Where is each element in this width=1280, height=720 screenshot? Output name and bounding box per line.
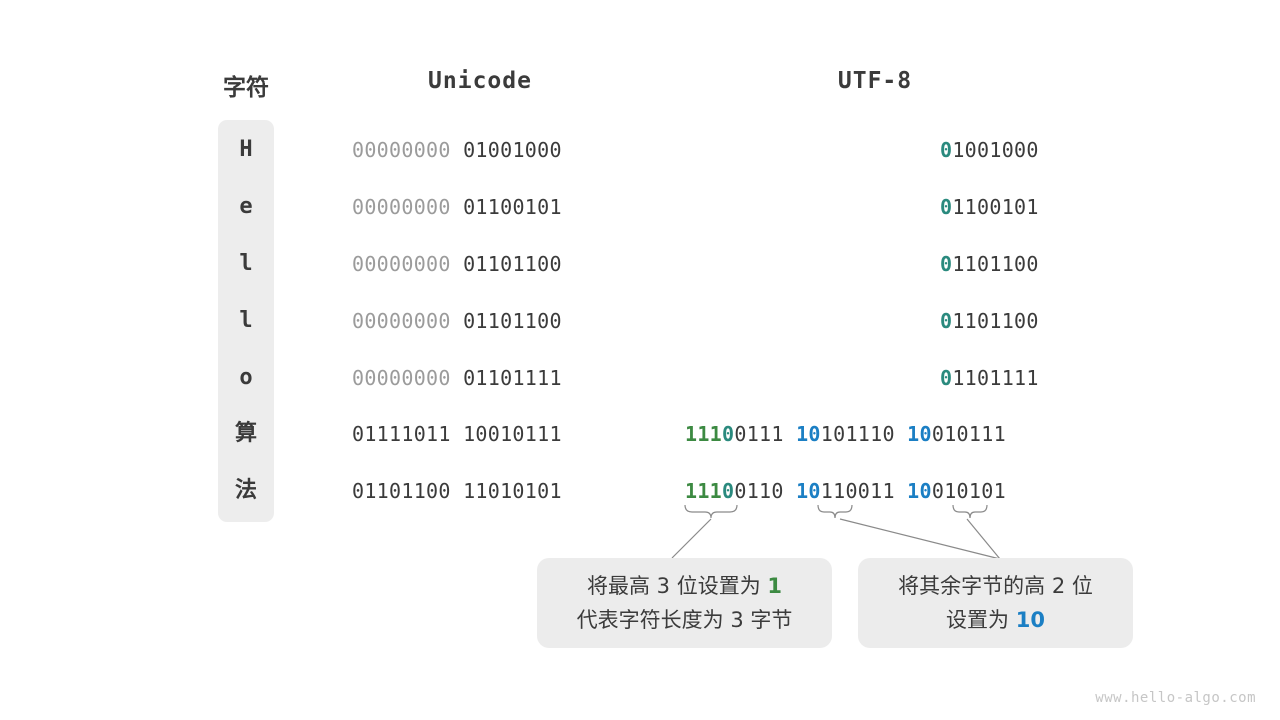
note-lead-byte: 将最高 3 位设置为 1 代表字符长度为 3 字节 [537, 558, 832, 648]
utf8-cont1-prefix-5: 10 [796, 422, 821, 446]
brace-continuation-2 [952, 504, 988, 519]
utf8-lead-rest-6: 0110 [734, 479, 784, 503]
column-header-character: 字符 [223, 75, 269, 101]
utf8-prefix-2: 0 [940, 252, 953, 276]
note-continuation-byte: 将其余字节的高 2 位 设置为 10 [858, 558, 1133, 648]
character-column-panel [218, 120, 274, 522]
unicode-body-0: 01001000 [463, 138, 562, 162]
utf8-lead-ones-6: 111 [685, 479, 723, 503]
unicode-space-3 [451, 309, 463, 333]
utf8-gap-5a [784, 422, 796, 446]
leader-line-right-note-b [966, 518, 1001, 560]
utf8-cont2-prefix-6: 10 [907, 479, 932, 503]
note-continuation-line1: 将其余字节的高 2 位 [898, 574, 1093, 598]
utf8-rest-1: 1100101 [952, 195, 1039, 219]
unicode-space-1 [451, 195, 463, 219]
note-continuation-value: 10 [1015, 608, 1045, 632]
unicode-pad-2: 00000000 [352, 252, 451, 276]
utf8-cont1-rest-5: 101110 [820, 422, 895, 446]
leader-line-left-note [671, 518, 712, 559]
utf8-lead-rest-5: 0111 [734, 422, 784, 446]
char-cell-6: 法 [234, 478, 257, 503]
utf8-rest-2: 1101100 [952, 252, 1039, 276]
unicode-pad-4: 00000000 [352, 366, 451, 390]
unicode-bits-1: 00000000 01100101 [352, 194, 562, 220]
utf8-cont1-rest-6: 110011 [820, 479, 895, 503]
unicode-pad-0: 00000000 [352, 138, 451, 162]
utf8-cont2-rest-6: 010101 [931, 479, 1006, 503]
utf8-cont2-prefix-5: 10 [907, 422, 932, 446]
note-lead-byte-line1-text: 将最高 3 位设置为 [586, 574, 768, 598]
char-cell-4: o [239, 365, 253, 390]
column-header-unicode: Unicode [428, 68, 532, 94]
note-lead-byte-value: 1 [767, 574, 782, 598]
char-cell-1: e [239, 194, 253, 219]
unicode-space-0 [451, 138, 463, 162]
char-cell-3: l [239, 308, 253, 333]
unicode-bits-5: 01111011 10010111 [352, 421, 562, 447]
utf8-bits-2: 01101100 [940, 251, 1039, 277]
watermark: www.hello-algo.com [1095, 690, 1256, 706]
unicode-pad-1: 00000000 [352, 195, 451, 219]
note-continuation-line2-text: 设置为 [946, 608, 1016, 632]
leader-line-right-note-a [839, 518, 1001, 560]
utf8-rest-0: 1001000 [952, 138, 1039, 162]
utf8-cont1-prefix-6: 10 [796, 479, 821, 503]
utf8-bits-0: 01001000 [940, 137, 1039, 163]
unicode-body-4: 01101111 [463, 366, 562, 390]
unicode-body-3: 01101100 [463, 309, 562, 333]
unicode-bits-6: 01101100 11010101 [352, 478, 562, 504]
utf8-lead-ones-5: 111 [685, 422, 723, 446]
utf8-gap-6b [895, 479, 907, 503]
note-continuation-line2: 设置为 10 [946, 603, 1045, 637]
utf8-bits-3: 01101100 [940, 308, 1039, 334]
brace-continuation-1 [817, 504, 853, 519]
note-lead-byte-line1: 将最高 3 位设置为 1 [587, 569, 782, 603]
utf8-bits-4: 01101111 [940, 365, 1039, 391]
utf8-rest-4: 1101111 [952, 366, 1039, 390]
unicode-bits-0: 00000000 01001000 [352, 137, 562, 163]
brace-lead-byte [684, 504, 738, 519]
unicode-bits-2: 00000000 01101100 [352, 251, 562, 277]
unicode-body-2: 01101100 [463, 252, 562, 276]
note-lead-byte-line2: 代表字符长度为 3 字节 [576, 608, 793, 632]
utf8-prefix-1: 0 [940, 195, 953, 219]
unicode-pad-3: 00000000 [352, 309, 451, 333]
column-header-utf8: UTF-8 [837, 68, 913, 94]
unicode-space-2 [451, 252, 463, 276]
char-cell-2: l [239, 251, 253, 276]
char-cell-5: 算 [234, 421, 257, 446]
utf8-prefix-0: 0 [940, 138, 953, 162]
unicode-bits-3: 00000000 01101100 [352, 308, 562, 334]
unicode-body-5: 01111011 10010111 [352, 422, 562, 446]
unicode-body-1: 01100101 [463, 195, 562, 219]
utf8-gap-6a [784, 479, 796, 503]
utf8-lead-zero-6: 0 [722, 479, 735, 503]
unicode-bits-4: 00000000 01101111 [352, 365, 562, 391]
utf8-cont2-rest-5: 010111 [931, 422, 1006, 446]
utf8-rest-3: 1101100 [952, 309, 1039, 333]
utf8-prefix-4: 0 [940, 366, 953, 390]
unicode-space-4 [451, 366, 463, 390]
utf8-prefix-3: 0 [940, 309, 953, 333]
utf8-bits-6: 11100110 10110011 10010101 [685, 478, 1006, 504]
utf8-bits-5: 11100111 10101110 10010111 [685, 421, 1006, 447]
unicode-body-6: 01101100 11010101 [352, 479, 562, 503]
char-cell-0: H [239, 137, 253, 162]
utf8-bits-1: 01100101 [940, 194, 1039, 220]
utf8-gap-5b [895, 422, 907, 446]
utf8-lead-zero-5: 0 [722, 422, 735, 446]
